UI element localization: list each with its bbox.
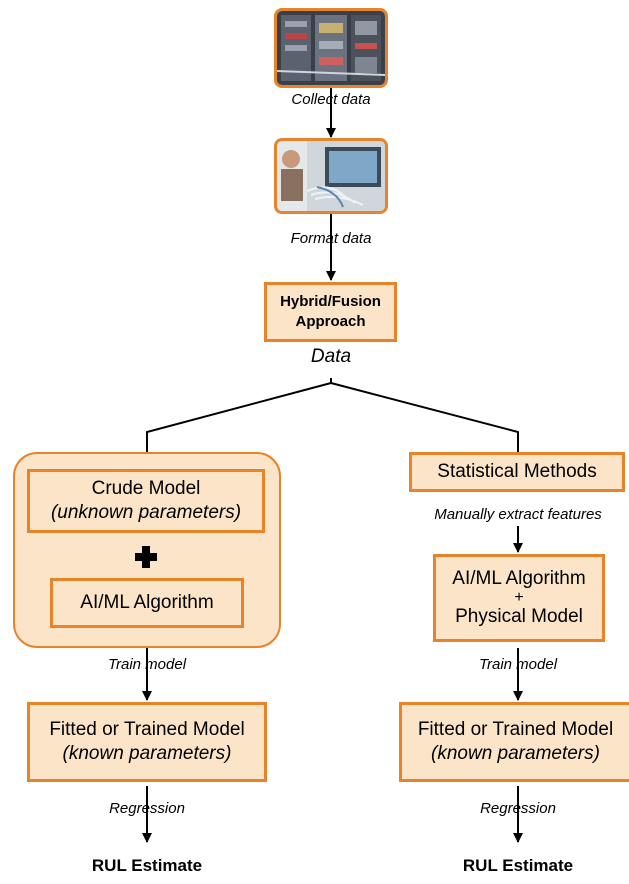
right-algorithm-line-2: + bbox=[514, 589, 524, 606]
line-branch-left bbox=[146, 382, 332, 452]
left-regression-label: Regression bbox=[109, 800, 185, 817]
extract-features-label: Manually extract features bbox=[434, 506, 602, 523]
left-rul-estimate: RUL Estimate bbox=[91, 856, 203, 875]
crude-model-params: (unknown parameters) bbox=[50, 502, 242, 523]
left-fitted-params: (known parameters) bbox=[62, 743, 232, 764]
hybrid-fusion-box: Hybrid/Fusion Approach bbox=[264, 282, 397, 342]
right-algorithm-line-3: Physical Model bbox=[455, 606, 583, 627]
left-algorithm-box: AI/ML Algorithm bbox=[50, 578, 244, 628]
right-rul-estimate: RUL Estimate bbox=[462, 856, 574, 875]
hybrid-line-2: Approach bbox=[295, 313, 366, 330]
left-train-model-label: Train model bbox=[107, 656, 187, 673]
right-algorithm-box: AI/ML Algorithm + Physical Model bbox=[433, 554, 605, 642]
server-rack-image bbox=[277, 11, 385, 85]
right-fitted-title: Fitted or Trained Model bbox=[417, 719, 614, 740]
left-fitted-title: Fitted or Trained Model bbox=[49, 719, 245, 740]
right-fitted-params: (known parameters) bbox=[431, 743, 600, 764]
left-fitted-model-box: Fitted or Trained Model (known parameter… bbox=[27, 702, 267, 782]
technician-cabling-image bbox=[277, 141, 385, 211]
format-data-label: Format data bbox=[290, 230, 372, 247]
statistical-methods-box: Statistical Methods bbox=[409, 452, 625, 492]
statistical-methods-label: Statistical Methods bbox=[437, 461, 597, 482]
left-algorithm-label: AI/ML Algorithm bbox=[80, 592, 214, 613]
right-algorithm-line-1: AI/ML Algorithm bbox=[452, 568, 586, 589]
right-fitted-model-box: Fitted or Trained Model (known parameter… bbox=[399, 702, 629, 782]
server-rack-photo bbox=[274, 8, 388, 88]
right-train-model-label: Train model bbox=[478, 656, 558, 673]
plus-icon bbox=[135, 546, 157, 568]
crude-model-box: Crude Model (unknown parameters) bbox=[27, 469, 265, 533]
right-regression-label: Regression bbox=[480, 800, 556, 817]
data-label: Data bbox=[310, 346, 352, 367]
crude-model-title: Crude Model bbox=[91, 478, 201, 499]
hybrid-line-1: Hybrid/Fusion bbox=[280, 293, 381, 310]
collect-data-label: Collect data bbox=[291, 91, 371, 108]
line-branch-right bbox=[330, 382, 519, 452]
technician-cabling-photo bbox=[274, 138, 388, 214]
